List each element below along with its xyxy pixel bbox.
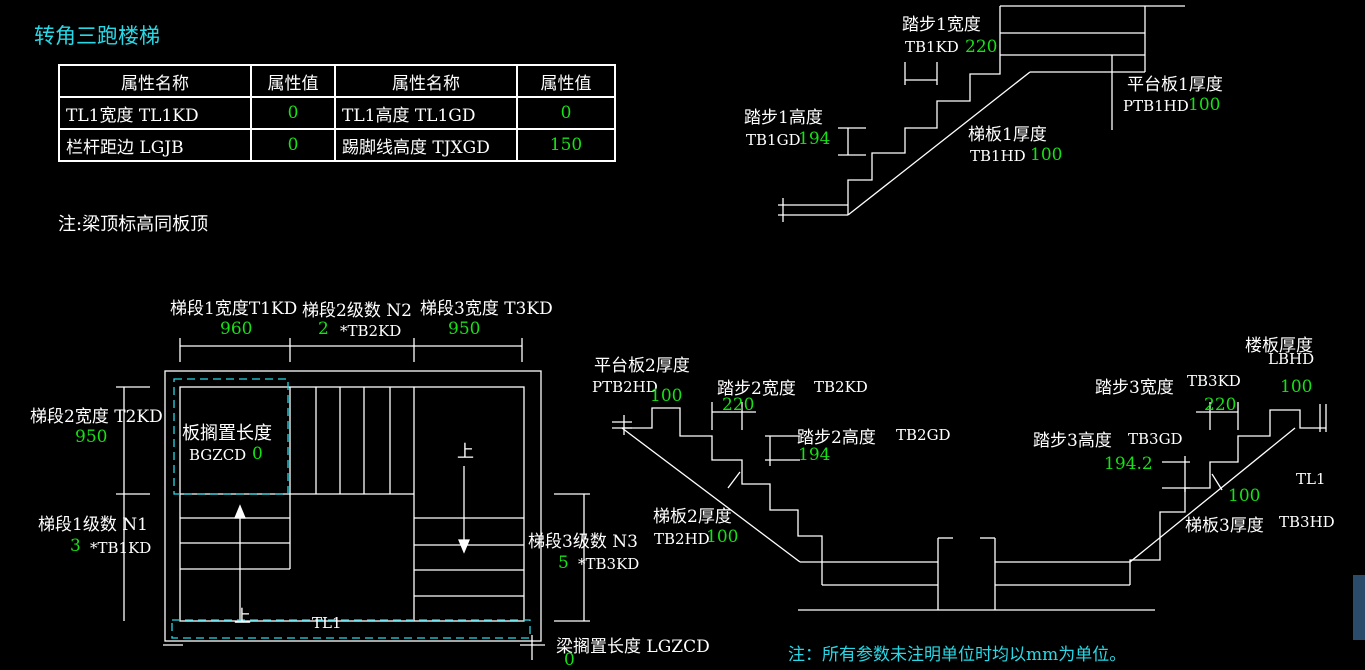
step3-width-code: TB3KD bbox=[1187, 372, 1241, 390]
scrollbar-thumb[interactable] bbox=[1353, 575, 1365, 640]
platform2-thickness-value[interactable]: 100 bbox=[650, 386, 683, 406]
step3-width-label: 踏步3宽度 bbox=[1095, 378, 1174, 398]
up-label: 上 bbox=[234, 607, 251, 627]
beam-support-length-label: 梁搁置长度 LGZCD bbox=[556, 637, 710, 657]
table-cell-value[interactable]: 150 bbox=[516, 128, 616, 162]
step2-width-value[interactable]: 220 bbox=[722, 395, 755, 415]
platform1-thickness-code: PTB1HD bbox=[1123, 97, 1189, 115]
table-cell-value[interactable]: 0 bbox=[516, 96, 616, 130]
slab3-thickness-value[interactable]: 100 bbox=[1228, 486, 1261, 506]
floor-slab-thickness-label: 楼板厚度 bbox=[1245, 336, 1313, 356]
flight3-width-label: 梯段3宽度 T3KD bbox=[420, 299, 553, 319]
flight3-steps-label: 梯段3级数 N3 bbox=[528, 532, 638, 552]
up-label: 上 bbox=[457, 442, 474, 462]
slab3-thickness-code: TB3HD bbox=[1279, 513, 1335, 531]
table-header: 属性值 bbox=[516, 64, 616, 98]
dashed-elements bbox=[171, 378, 531, 639]
step3-height-value[interactable]: 194.2 bbox=[1104, 454, 1153, 474]
step2-height-code: TB2GD bbox=[896, 426, 951, 444]
table-cell-value[interactable]: 0 bbox=[250, 128, 336, 162]
page-title: 转角三跑楼梯 bbox=[34, 24, 160, 48]
slab1-thickness-code: TB1HD bbox=[970, 147, 1026, 165]
beam-support-length-value[interactable]: 0 bbox=[564, 650, 575, 670]
step1-height-value[interactable]: 194 bbox=[798, 129, 831, 149]
slab2-thickness-code: TB2HD bbox=[654, 530, 710, 548]
top-stair-elevation bbox=[778, 5, 1185, 222]
table-cell-value[interactable]: 0 bbox=[250, 96, 336, 130]
platform2-thickness-code: PTB2HD bbox=[592, 378, 658, 396]
table-header-row: 属性名称 属性值 属性名称 属性值 bbox=[58, 64, 616, 98]
slab3-thickness-label: 梯板3厚度 bbox=[1185, 516, 1264, 536]
table-header: 属性名称 bbox=[334, 64, 518, 98]
slab2-thickness-value[interactable]: 100 bbox=[706, 527, 739, 547]
platform1-thickness-label: 平台板1厚度 bbox=[1127, 75, 1223, 95]
table-header: 属性值 bbox=[250, 64, 336, 98]
slab2-thickness-label: 梯板2厚度 bbox=[653, 507, 732, 527]
flight1-steps-label: 梯段1级数 N1 bbox=[38, 515, 148, 535]
step3-height-label: 踏步3高度 bbox=[1033, 431, 1112, 451]
table-cell: TL1宽度 TL1KD bbox=[58, 96, 252, 130]
step1-width-value[interactable]: 220 bbox=[965, 37, 998, 57]
floor-slab-thickness-value[interactable]: 100 bbox=[1280, 377, 1313, 397]
step2-height-label: 踏步2高度 bbox=[797, 428, 876, 448]
flight1-width-value[interactable]: 960 bbox=[220, 319, 253, 339]
flight1-steps-value[interactable]: 3 bbox=[70, 536, 81, 556]
table-cell: 踢脚线高度 TJXGD bbox=[334, 128, 518, 162]
tl1-label: TL1 bbox=[312, 614, 342, 632]
slab1-thickness-value[interactable]: 100 bbox=[1030, 145, 1063, 165]
flight2-width-label: 梯段2宽度 T2KD bbox=[30, 407, 163, 427]
slab-support-length-code: BGZCD bbox=[189, 446, 247, 464]
platform1-thickness-value[interactable]: 100 bbox=[1188, 95, 1221, 115]
tb2kd-code: *TB2KD bbox=[340, 322, 402, 340]
step2-height-value[interactable]: 194 bbox=[798, 445, 831, 465]
flight1-width-label: 梯段1宽度T1KD bbox=[170, 299, 298, 319]
table-cell: TL1高度 TL1GD bbox=[334, 96, 518, 130]
table-row: TL1宽度 TL1KD 0 TL1高度 TL1GD 0 bbox=[58, 96, 616, 130]
table-row: 栏杆距边 LGJB 0 踢脚线高度 TJXGD 150 bbox=[58, 128, 616, 162]
flight2-steps-label: 梯段2级数 N2 bbox=[302, 301, 412, 321]
stair-section bbox=[612, 402, 1327, 611]
flight2-steps-value[interactable]: 2 bbox=[318, 319, 329, 339]
table-header: 属性名称 bbox=[58, 64, 252, 98]
stair-plan bbox=[116, 338, 590, 660]
flight3-width-value[interactable]: 950 bbox=[448, 319, 481, 339]
flight3-steps-value[interactable]: 5 bbox=[558, 553, 569, 573]
tl1-section-label: TL1 bbox=[1296, 470, 1326, 488]
floor-slab-thickness-code: LBHD bbox=[1268, 350, 1315, 368]
note-top: 注:梁顶标高同板顶 bbox=[58, 214, 209, 235]
note-bottom: 注：所有参数未注明单位时均以mm为单位。 bbox=[788, 645, 1127, 665]
table-cell: 栏杆距边 LGJB bbox=[58, 128, 252, 162]
step2-width-label: 踏步2宽度 bbox=[717, 379, 796, 399]
step3-height-code: TB3GD bbox=[1128, 430, 1183, 448]
slab1-thickness-label: 梯板1厚度 bbox=[968, 125, 1047, 145]
slab-support-length-value[interactable]: 0 bbox=[252, 444, 263, 464]
tb1kd-code: *TB1KD bbox=[90, 539, 152, 557]
step1-width-label: 踏步1宽度 bbox=[902, 15, 981, 35]
step1-height-code: TB1GD bbox=[746, 131, 801, 149]
step2-width-code: TB2KD bbox=[814, 378, 868, 396]
step1-height-label: 踏步1高度 bbox=[744, 108, 823, 128]
attribute-table: 属性名称 属性值 属性名称 属性值 TL1宽度 TL1KD 0 TL1高度 TL… bbox=[58, 64, 616, 162]
step3-width-value[interactable]: 220 bbox=[1204, 395, 1237, 415]
platform2-thickness-label: 平台板2厚度 bbox=[594, 356, 690, 376]
step1-width-code: TB1KD bbox=[905, 38, 959, 56]
slab-support-length-label: 板搁置长度 bbox=[182, 423, 272, 444]
flight2-width-value[interactable]: 950 bbox=[75, 427, 108, 447]
tb3kd-code: *TB3KD bbox=[578, 555, 640, 573]
